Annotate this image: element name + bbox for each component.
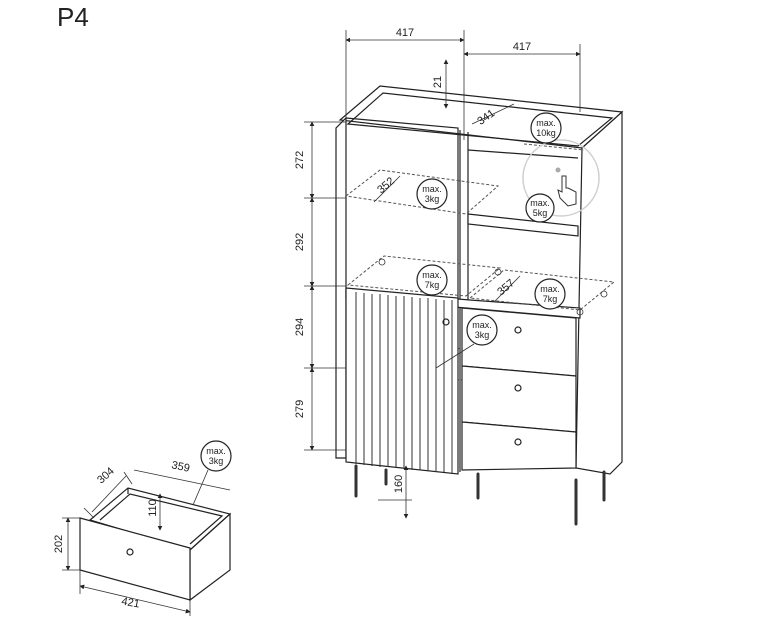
svg-text:max.: max. [422, 184, 442, 194]
svg-text:max.: max. [536, 118, 556, 128]
load-badge: max. 10kg [530, 112, 562, 144]
svg-text:max.: max. [422, 270, 442, 280]
shelf-pin-icon [576, 308, 584, 316]
svg-text:7kg: 7kg [425, 280, 440, 290]
svg-text:3kg: 3kg [209, 456, 224, 466]
fluted-door [345, 287, 459, 475]
drawer-knob-icon [514, 326, 522, 334]
load-badge: max. 5kg [525, 193, 555, 223]
svg-text:3kg: 3kg [425, 194, 440, 204]
left-upper-shelf-outline [344, 169, 500, 215]
shelf-pin-icon [555, 167, 561, 173]
svg-text:5kg: 5kg [533, 208, 548, 218]
drawer-knob-icon [514, 438, 522, 446]
load-badge: max. 7kg [416, 264, 448, 296]
drawer-detail: 304 359 110 202 421 [53, 459, 232, 616]
svg-text:421: 421 [120, 596, 140, 611]
drawer-knob-icon [514, 384, 522, 392]
svg-text:110: 110 [147, 499, 159, 517]
legs [354, 464, 606, 526]
svg-text:357: 357 [495, 277, 517, 298]
svg-text:21: 21 [432, 76, 444, 88]
page-title: P4 [57, 2, 89, 32]
shelf-pin-icon [600, 290, 608, 298]
door-knob-icon [442, 318, 450, 326]
highlight-circle [522, 139, 600, 217]
load-badge: max. 3kg [416, 178, 448, 210]
svg-text:417: 417 [513, 41, 531, 53]
svg-text:3kg: 3kg [475, 330, 490, 340]
right-side-panel [575, 110, 623, 475]
svg-text:272: 272 [294, 151, 306, 169]
svg-text:max.: max. [530, 198, 550, 208]
drawer-3 [461, 421, 577, 471]
left-side-panel [335, 116, 347, 459]
cabinet [335, 85, 624, 526]
svg-text:max.: max. [540, 284, 560, 294]
svg-text:160: 160 [393, 475, 405, 493]
hand-cursor-icon [557, 175, 577, 207]
svg-text:294: 294 [294, 318, 306, 336]
load-badge: max. 3kg [200, 440, 232, 472]
svg-text:max.: max. [206, 446, 226, 456]
svg-text:352: 352 [375, 175, 397, 196]
svg-text:279: 279 [294, 400, 306, 418]
svg-text:202: 202 [53, 535, 65, 553]
drawer-knob-icon [126, 548, 134, 556]
shelf-pin-icon [494, 268, 502, 276]
svg-text:10kg: 10kg [536, 128, 556, 138]
right-upper-shelf [467, 213, 579, 237]
svg-text:359: 359 [170, 459, 190, 475]
shelf-pin-icon [378, 258, 386, 266]
load-badge: max. 3kg [466, 314, 498, 346]
load-badge: max. 7kg [534, 278, 566, 310]
svg-text:max.: max. [472, 320, 492, 330]
drawer-2 [461, 365, 577, 433]
svg-text:7kg: 7kg [543, 294, 558, 304]
load-badges: max. 10kg max. 5kg max. 3kg max. 7kg max… [177, 112, 566, 541]
svg-text:292: 292 [294, 233, 306, 251]
svg-text:304: 304 [95, 465, 117, 486]
svg-text:417: 417 [396, 27, 414, 39]
